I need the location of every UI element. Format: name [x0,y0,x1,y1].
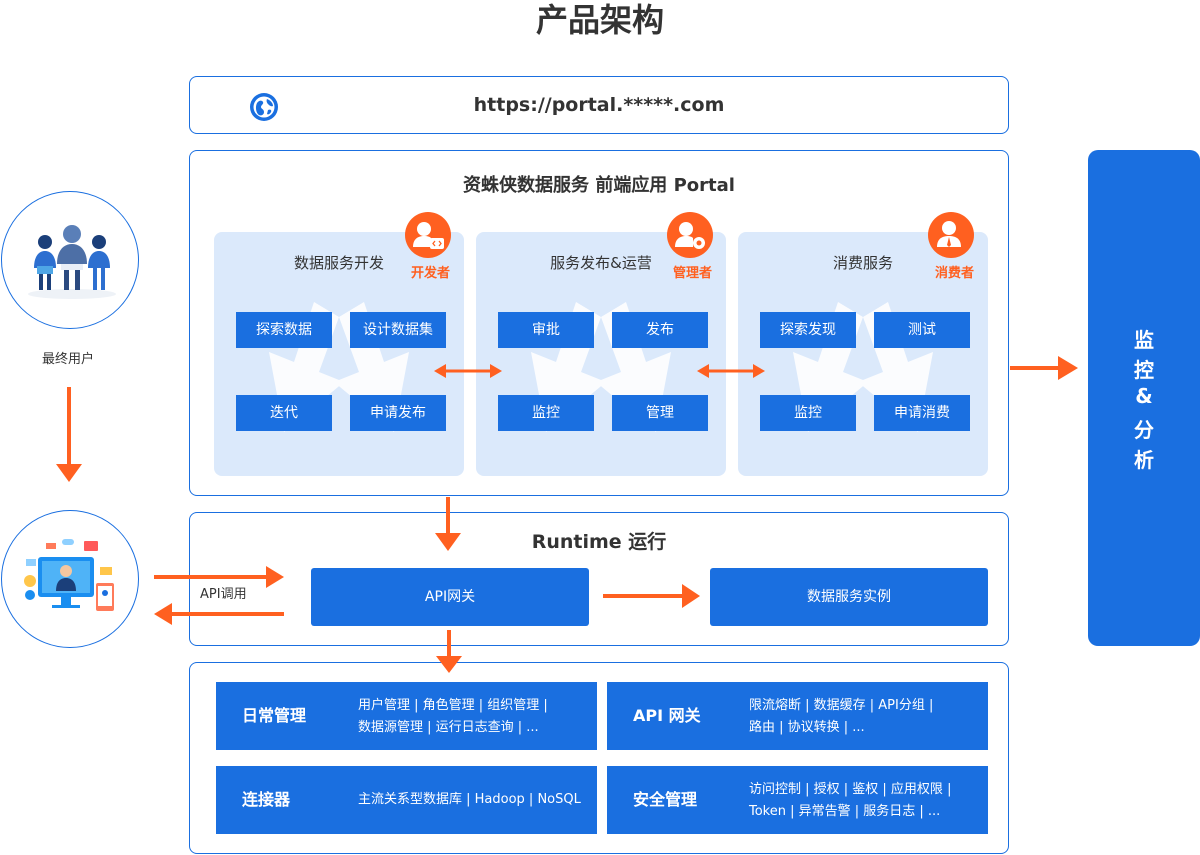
role-label: 管理者 [672,266,712,281]
card-desc-line: 访问控制 | 授权 | 鉴权 | 应用权限 | [749,782,952,797]
card-desc-line: Token | 异常告警 | 服务日志 | ... [749,804,941,819]
card-daily-management[interactable]: 日常管理 用户管理 | 角色管理 | 组织管理 | 数据源管理 | 运行日志查询… [216,682,597,750]
monitor-char: 析 [1134,448,1154,472]
api-call-label: API调用 [200,587,247,602]
card-desc: 主流关系型数据库 | Hadoop | NoSQL [358,789,588,811]
monitor-char: & [1135,384,1153,408]
platform-panel: 日常管理 用户管理 | 角色管理 | 组织管理 | 数据源管理 | 运行日志查询… [189,662,1009,854]
end-user-label: 最终用户 [42,352,95,367]
page-title: 产品架构 [535,1,664,39]
card-connector[interactable]: 连接器 主流关系型数据库 | Hadoop | NoSQL [216,766,597,834]
url-bar: https://portal.*****.com [189,76,1009,134]
monitor-char: 分 [1134,418,1154,442]
role-label: 消费者 [934,266,974,281]
manage-button[interactable]: 管理 [612,395,708,431]
monitor-button[interactable]: 监控 [760,395,856,431]
section-title: 服务发布&运营 [550,254,652,272]
section-ops: 服务发布&运营 管理者 审批 发布 监控 管理 [476,232,726,476]
card-desc: 限流熔断 | 数据缓存 | API分组 | 路由 | 协议转换 | ... [749,695,979,739]
admin-icon [667,212,713,258]
monitor-button[interactable]: 监控 [498,395,594,431]
section-dev: 数据服务开发 开发者 探索数据 设计数据集 迭代 申请发布 [214,232,464,476]
data-service-instance-box[interactable]: 数据服务实例 [710,568,988,626]
consumer-icon [928,212,974,258]
apply-consume-button[interactable]: 申请消费 [874,395,970,431]
card-desc: 用户管理 | 角色管理 | 组织管理 | 数据源管理 | 运行日志查询 | ..… [358,695,588,739]
apply-publish-button[interactable]: 申请发布 [350,395,446,431]
card-desc-line: 主流关系型数据库 | Hadoop | NoSQL [358,792,581,807]
explore-data-button[interactable]: 探索数据 [236,312,332,348]
globe-icon [250,93,278,121]
monitor-char: 监 [1134,328,1154,352]
monitor-char: 控 [1134,358,1154,382]
runtime-panel: Runtime 运行 API网关 数据服务实例 [189,512,1009,646]
card-title: API 网关 [633,706,701,725]
card-desc-line: 数据源管理 | 运行日志查询 | ... [358,720,539,735]
api-gateway-box[interactable]: API网关 [311,568,589,626]
card-desc-line: 用户管理 | 角色管理 | 组织管理 | [358,698,548,713]
design-dataset-button[interactable]: 设计数据集 [350,312,446,348]
portal-url[interactable]: https://portal.*****.com [473,94,725,116]
card-title: 安全管理 [633,790,698,809]
api-client-illustration-icon [24,539,114,611]
discover-button[interactable]: 探索发现 [760,312,856,348]
users-group-icon [28,225,116,299]
api-client-circle [1,510,139,648]
developer-icon [405,212,451,258]
runtime-title: Runtime 运行 [531,531,667,553]
role-label: 开发者 [410,266,450,281]
section-consume: 消费服务 消费者 探索发现 测试 监控 申请消费 [738,232,988,476]
publish-button[interactable]: 发布 [612,312,708,348]
approve-button[interactable]: 审批 [498,312,594,348]
iterate-button[interactable]: 迭代 [236,395,332,431]
card-api-gateway[interactable]: API 网关 限流熔断 | 数据缓存 | API分组 | 路由 | 协议转换 |… [607,682,988,750]
card-title: 连接器 [242,790,291,809]
portal-panel: 资蛛侠数据服务 前端应用 Portal 数据服务开发 开发者 探索数据 设计数据… [189,150,1009,496]
card-desc-line: 限流熔断 | 数据缓存 | API分组 | [749,698,934,713]
card-security[interactable]: 安全管理 访问控制 | 授权 | 鉴权 | 应用权限 | Token | 异常告… [607,766,988,834]
section-title: 消费服务 [832,254,893,272]
test-button[interactable]: 测试 [874,312,970,348]
monitor-analysis-panel: 监 控 & 分 析 [1088,150,1200,646]
card-desc: 访问控制 | 授权 | 鉴权 | 应用权限 | Token | 异常告警 | 服… [749,779,979,823]
portal-title: 资蛛侠数据服务 前端应用 Portal [463,175,735,196]
section-title: 数据服务开发 [293,254,384,272]
card-title: 日常管理 [242,706,307,725]
card-desc-line: 路由 | 协议转换 | ... [749,720,865,735]
end-users-circle [1,191,139,329]
